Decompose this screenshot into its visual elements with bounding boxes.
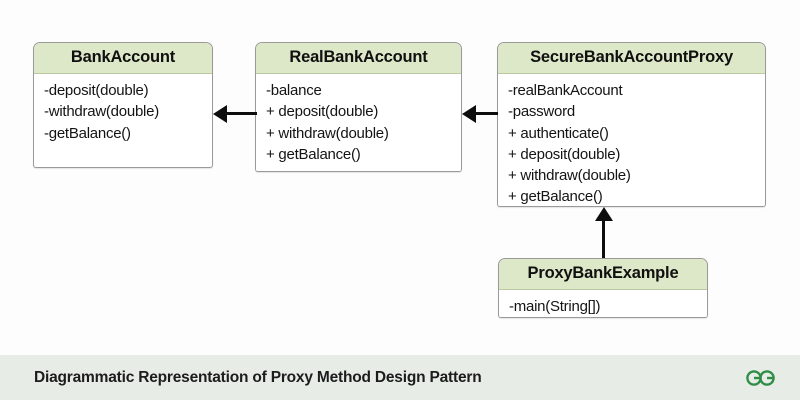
class-member: + withdraw(double)	[266, 124, 389, 142]
connector-proxy-bank-example-to-secure-proxy	[594, 207, 614, 258]
class-name-proxy-bank-example: ProxyBankExample	[499, 259, 707, 290]
footer-caption: Diagrammatic Representation of Proxy Met…	[34, 368, 482, 386]
connector-line	[602, 219, 605, 258]
class-member: -realBankAccount	[508, 81, 623, 99]
class-members-secure-bank-account-proxy: -realBankAccount -password + authenticat…	[498, 73, 765, 206]
class-box-bank-account[interactable]: BankAccount -deposit(double) -withdraw(d…	[33, 42, 213, 168]
class-member: -deposit(double)	[44, 81, 149, 99]
class-member: -main(String[])	[509, 297, 601, 315]
connector-secure-proxy-to-real-bank-account	[462, 104, 498, 124]
arrowhead-left-icon	[213, 104, 227, 123]
class-box-secure-bank-account-proxy[interactable]: SecureBankAccountProxy -realBankAccount …	[497, 42, 766, 207]
class-member: + authenticate()	[508, 124, 609, 142]
class-members-proxy-bank-example: -main(String[])	[499, 289, 707, 317]
connector-line	[225, 112, 257, 115]
class-member: -balance	[266, 81, 322, 99]
class-member: -withdraw(double)	[44, 103, 159, 121]
class-name-secure-bank-account-proxy: SecureBankAccountProxy	[498, 43, 765, 74]
class-member: -password	[508, 103, 575, 121]
geeksforgeeks-logo[interactable]	[744, 367, 778, 389]
class-member: + deposit(double)	[508, 145, 621, 163]
class-name-real-bank-account: RealBankAccount	[256, 43, 461, 74]
class-members-real-bank-account: -balance + deposit(double) + withdraw(do…	[256, 73, 461, 171]
class-member: + getBalance()	[266, 145, 361, 163]
class-member: + withdraw(double)	[508, 167, 631, 185]
arrowhead-up-icon	[594, 207, 613, 221]
class-box-proxy-bank-example[interactable]: ProxyBankExample -main(String[])	[498, 258, 708, 318]
connector-real-bank-account-to-bank-account	[213, 104, 257, 124]
connector-line	[474, 112, 498, 115]
class-members-bank-account: -deposit(double) -withdraw(double) -getB…	[34, 73, 212, 150]
class-member: -getBalance()	[44, 124, 131, 142]
class-member: + deposit(double)	[266, 103, 379, 121]
class-name-bank-account: BankAccount	[34, 43, 212, 74]
footer-bar: Diagrammatic Representation of Proxy Met…	[0, 355, 800, 400]
arrowhead-left-icon	[462, 104, 476, 123]
class-member: + getBalance()	[508, 188, 603, 206]
class-box-real-bank-account[interactable]: RealBankAccount -balance + deposit(doubl…	[255, 42, 462, 172]
